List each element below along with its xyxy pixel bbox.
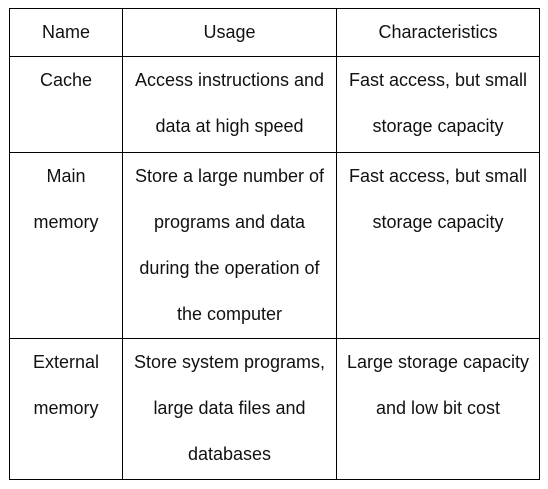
table-row: Cache Access instructions and data at hi… — [9, 56, 540, 153]
header-usage: Usage — [122, 8, 337, 57]
cell-name: Main memory — [9, 152, 123, 339]
cell-usage: Access instructions and data at high spe… — [122, 56, 337, 153]
table-row: External memory Store system programs, l… — [9, 338, 540, 480]
cell-name: External memory — [9, 338, 123, 480]
header-characteristics: Characteristics — [336, 8, 540, 57]
cell-usage: Store system programs, large data files … — [122, 338, 337, 480]
cell-characteristics: Large storage capacity and low bit cost — [336, 338, 540, 480]
header-name: Name — [9, 8, 123, 57]
memory-comparison-table: Name Usage Characteristics Cache Access … — [9, 8, 540, 480]
table-row: Main memory Store a large number of prog… — [9, 152, 540, 339]
table-header-row: Name Usage Characteristics — [9, 8, 540, 57]
cell-characteristics: Fast access, but small storage capacity — [336, 56, 540, 153]
cell-usage: Store a large number of programs and dat… — [122, 152, 337, 339]
cell-name: Cache — [9, 56, 123, 153]
cell-characteristics: Fast access, but small storage capacity — [336, 152, 540, 339]
